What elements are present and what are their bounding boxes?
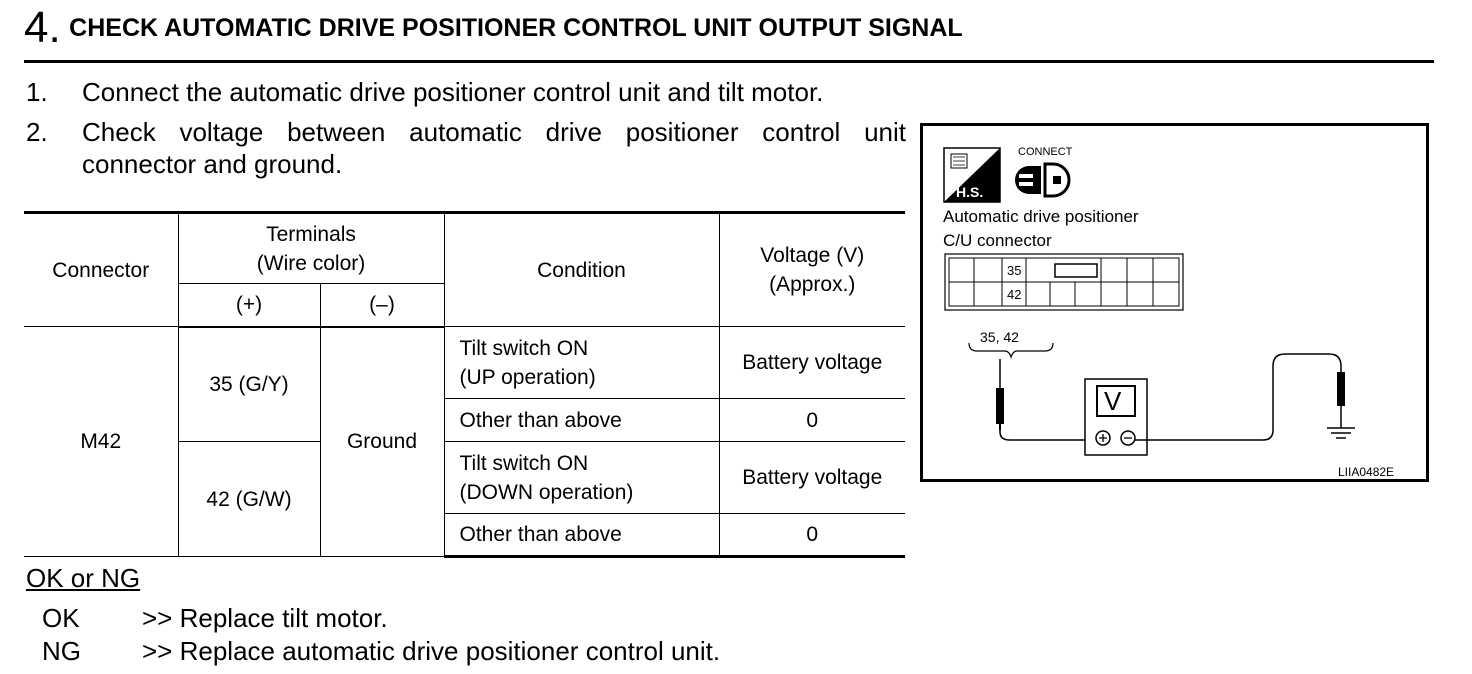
diagram-graphic — [943, 147, 1355, 456]
probe-label: 35, 42 — [980, 329, 1019, 345]
connector-face — [944, 253, 1184, 311]
voltage-cell: 0 — [718, 513, 905, 558]
terminal-cell: 35 (G/Y) — [177, 326, 321, 442]
diagram-title-line2: C/U connector — [943, 231, 1052, 250]
header-plus: (+) — [178, 283, 321, 328]
condition-cell: Other than above — [444, 513, 720, 558]
header-voltage-line2: (Approx.) — [769, 273, 856, 296]
harness-side-icon — [943, 147, 1001, 203]
connect-label: CONNECT — [1018, 146, 1073, 158]
negative-probe — [1135, 353, 1345, 441]
voltage-cell: 0 — [718, 398, 905, 442]
pin-42-label: 42 — [1007, 287, 1022, 302]
instruction-text-line1: Check voltage between automatic drive po… — [82, 117, 906, 147]
pin-35-label: 35 — [1007, 263, 1022, 278]
table-row: Other than above 0 — [24, 398, 905, 442]
hs-label: H.S. — [956, 184, 984, 200]
header-terminals: Terminals (Wire color) — [177, 211, 445, 284]
instruction-number: 1. — [26, 77, 48, 107]
condition-cell: Tilt switch ON (UP operation) — [443, 326, 720, 399]
instruction-number: 2. — [26, 117, 48, 147]
voltage-cell: Battery voltage — [718, 441, 905, 514]
table-row: 42 (G/W) Tilt switch ON (DOWN operation)… — [24, 441, 905, 557]
terminal-cell: 42 (G/W) — [178, 441, 321, 557]
condition-cell: Other than above — [444, 398, 720, 442]
positive-probe — [996, 359, 1098, 441]
condition-line1: Tilt switch ON — [459, 451, 589, 475]
voltmeter — [1084, 378, 1148, 456]
result-ok-text: >> Replace tilt motor. — [142, 603, 388, 633]
condition-line2: (DOWN operation) — [459, 480, 634, 504]
header-voltage: Voltage (V) (Approx.) — [718, 211, 905, 327]
result-ng-text: >> Replace automatic drive positioner co… — [142, 636, 721, 666]
table-row: M42 35 (G/Y) Ground Tilt switch ON (UP o… — [24, 326, 905, 557]
ok-ng-label: OK or NG — [26, 563, 141, 593]
header-condition: Condition — [443, 211, 720, 327]
instruction-2: 2. Check voltage between automatic drive… — [26, 116, 926, 182]
terminal-voltage-table: Connector Terminals (Wire color) Conditi… — [24, 211, 905, 558]
header-connector: Connector — [24, 211, 179, 327]
step-header: 4. CHECK AUTOMATIC DRIVE POSITIONER CONT… — [24, 2, 963, 54]
ground-symbol — [1327, 427, 1355, 439]
connector-cell: M42 — [24, 326, 179, 557]
probe-bracket — [968, 342, 1054, 359]
figure-code: LIIA0482E — [1338, 465, 1395, 479]
result-ng-key: NG — [42, 636, 81, 666]
step-number: 4. — [24, 3, 61, 52]
diagram-title-line1: Automatic drive positioner — [943, 207, 1139, 226]
condition-line1: Tilt switch ON — [459, 336, 589, 360]
connect-icon — [1015, 162, 1071, 198]
table-row: Other than above 0 — [24, 513, 905, 558]
instruction-text: Connect the automatic drive positioner c… — [82, 77, 824, 107]
meter-label: V — [1104, 386, 1122, 416]
condition-line2: (UP operation) — [459, 365, 596, 389]
result-ok-key: OK — [42, 603, 80, 633]
voltage-cell: Battery voltage — [718, 326, 905, 399]
header-terminals-line2: (Wire color) — [256, 251, 366, 275]
instruction-text-line2: connector and ground. — [82, 149, 343, 179]
header-rule — [24, 60, 1434, 63]
condition-cell: Tilt switch ON (DOWN operation) — [443, 441, 720, 514]
header-minus: (–) — [319, 283, 444, 328]
ok-ng-heading: OK or NG — [26, 563, 140, 593]
step-title: CHECK AUTOMATIC DRIVE POSITIONER CONTROL… — [69, 14, 963, 42]
connector-diagram: H.S. CONNECT Automatic drive positioner … — [920, 123, 1429, 482]
header-terminals-line1: Terminals — [266, 222, 356, 246]
header-voltage-line1: Voltage (V) — [760, 244, 865, 267]
instruction-1: 1. Connect the automatic drive positione… — [26, 76, 926, 110]
negative-cell: Ground — [319, 326, 445, 557]
